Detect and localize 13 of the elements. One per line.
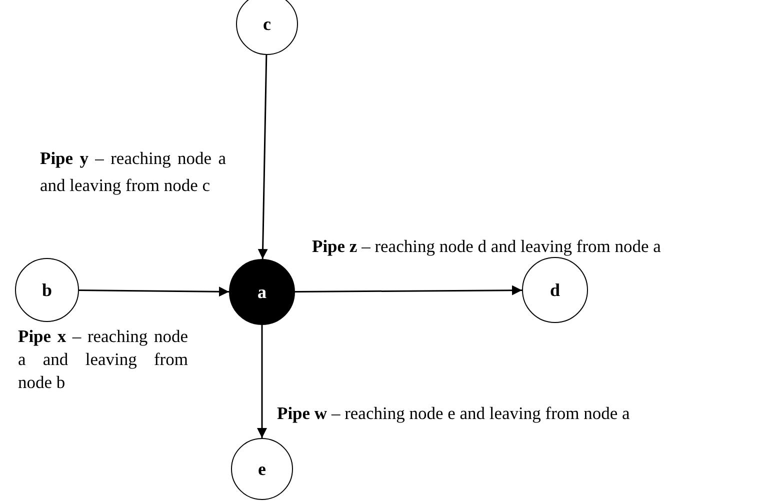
arrow [79, 286, 229, 297]
edge-label: Pipe x – reaching node a and leaving from node b [18, 325, 188, 394]
edge-label: Pipe w – reaching node e and leaving from node a [277, 402, 630, 425]
arrow [258, 54, 268, 260]
node-label: d [550, 278, 560, 302]
node-label: e [258, 458, 266, 480]
edge-label: Pipe y – reaching node a and leaving from node c [40, 147, 226, 197]
arrow [257, 325, 267, 438]
edge-label: Pipe z – reaching node d and leaving from node a [312, 236, 661, 256]
node-label: c [263, 12, 271, 36]
node-label: a [258, 280, 266, 304]
node-label: b [42, 278, 52, 302]
arrow [295, 285, 522, 296]
